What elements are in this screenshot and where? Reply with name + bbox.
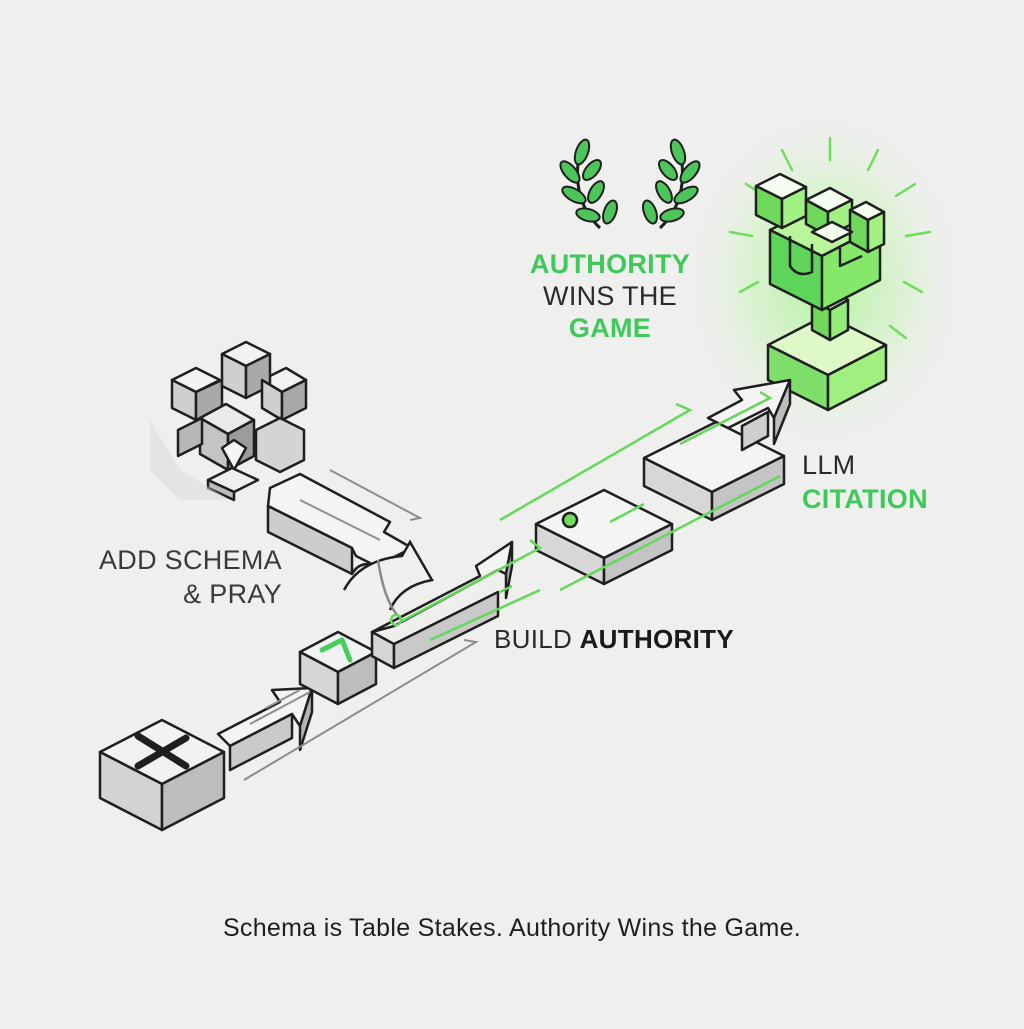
- authority-line-1: AUTHORITY: [522, 248, 698, 280]
- schema-line-2: & PRAY: [88, 577, 282, 611]
- caption: Schema is Table Stakes. Authority Wins t…: [0, 914, 1024, 943]
- build-emphasis: AUTHORITY: [580, 624, 734, 654]
- add-schema-label: ADD SCHEMA & PRAY: [88, 543, 282, 611]
- middle-block: [536, 490, 672, 584]
- laurel-wreath-icon: [557, 138, 703, 228]
- build-authority-label: BUILD AUTHORITY: [494, 624, 734, 655]
- x-cross-block-icon: [100, 720, 224, 830]
- authority-wins-label: AUTHORITY WINS THE GAME: [522, 248, 698, 344]
- llm-line-2: CITATION: [802, 482, 928, 516]
- authority-line-3: GAME: [522, 312, 698, 344]
- broken-cross-block-icon: [172, 342, 306, 500]
- build-prefix: BUILD: [494, 624, 572, 654]
- llm-citation-label: LLM CITATION: [802, 448, 928, 516]
- llm-line-1: LLM: [802, 448, 928, 482]
- authority-line-2: WINS THE: [522, 280, 698, 312]
- start-arrow: [218, 688, 312, 770]
- schema-line-1: ADD SCHEMA: [88, 543, 282, 577]
